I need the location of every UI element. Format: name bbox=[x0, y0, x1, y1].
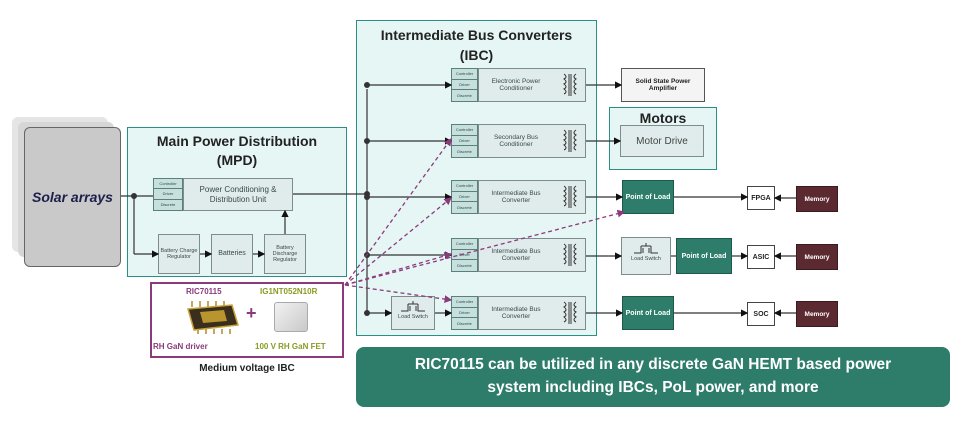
cdd-line1-label: Controller bbox=[452, 297, 477, 308]
fet-part-number: IG1NT052N10R bbox=[260, 287, 318, 296]
cdd-driver-label: Driver bbox=[154, 189, 182, 200]
cdd-line2-label: Driver bbox=[452, 308, 477, 319]
cdd-line1-label: Controller bbox=[452, 239, 477, 250]
pol-block-3: Point of Load bbox=[622, 296, 674, 330]
batteries-block: Batteries bbox=[211, 234, 253, 274]
pol-block-1: Point of Load bbox=[622, 180, 674, 214]
transformer-icon bbox=[563, 129, 577, 152]
mpd-title-line2: (MPD) bbox=[216, 152, 258, 168]
motor-drive-block: Motor Drive bbox=[620, 125, 704, 157]
pol-block-2: Point of Load bbox=[676, 238, 732, 274]
cdd-line2-label: Driver bbox=[452, 250, 477, 261]
solar-array-label: Solar arrays bbox=[32, 189, 113, 205]
cdd-discrete-label: Discrete bbox=[160, 202, 176, 208]
ibc-converter-block: Intermediate Bus Converter bbox=[478, 296, 586, 330]
cdd-line3-label: Discrete bbox=[457, 205, 472, 211]
cdd-line2-label: Driver bbox=[452, 80, 477, 91]
bus-junction-dot bbox=[364, 82, 370, 88]
callout-box: RIC70115 can be utilized in any discrete… bbox=[356, 347, 950, 407]
product-box bbox=[150, 282, 344, 358]
ic-description: RH GaN driver bbox=[153, 342, 208, 351]
memory-block-3: Memory bbox=[796, 301, 838, 327]
memory-block-2: Memory bbox=[796, 244, 838, 270]
battery-discharge-regulator: Battery Discharge Regulator bbox=[264, 234, 306, 274]
bus-junction-dot bbox=[364, 138, 370, 144]
cdd-line1-label: Controller bbox=[452, 125, 477, 136]
cdd-line3-label: Discrete bbox=[457, 93, 472, 99]
mpd-cdd-block: Controller Driver Discrete bbox=[153, 178, 183, 211]
ibc-converter-block: Intermediate Bus Converter bbox=[478, 180, 586, 214]
load-switch-label: Load Switch bbox=[631, 256, 661, 262]
mpd-title: Main Power Distribution (MPD) bbox=[127, 132, 347, 170]
ibc-title: Intermediate Bus Converters (IBC) bbox=[356, 25, 597, 65]
ibc-converter-block: Electronic Power Conditioner bbox=[478, 68, 586, 102]
transformer-icon bbox=[563, 301, 577, 324]
transformer-icon bbox=[563, 243, 577, 266]
ibc-converter-block: Intermediate Bus Converter bbox=[478, 238, 586, 272]
pcdu-block: Power Conditioning & Distribution Unit bbox=[183, 178, 293, 211]
callout-line1: RIC70115 can be utilized in any discrete… bbox=[414, 356, 892, 373]
ibc-converter-label: Secondary Bus Conditioner bbox=[493, 133, 539, 148]
cdd-line3-label: Discrete bbox=[457, 263, 472, 269]
cdd-line2-label: Driver bbox=[452, 192, 477, 203]
bus-junction-dot bbox=[364, 310, 370, 316]
fet-description: 100 V RH GaN FET bbox=[255, 342, 326, 351]
cdd-line2-label: Driver bbox=[452, 136, 477, 147]
solar-array-box: Solar arrays bbox=[24, 127, 121, 267]
sspa-block: Solid State Power Amplifier bbox=[621, 68, 705, 102]
ibc-converter-label: Intermediate Bus Converter bbox=[491, 305, 541, 320]
cdd-line1-label: Controller bbox=[452, 69, 477, 80]
memory-block-1: Memory bbox=[796, 186, 838, 212]
mpd-title-line1: Main Power Distribution bbox=[156, 133, 318, 149]
motors-title: Motors bbox=[639, 110, 687, 126]
product-caption: Medium voltage IBC bbox=[199, 363, 295, 374]
ibc-load-switch-label: Load Switch bbox=[398, 314, 428, 320]
mosfet-icon bbox=[634, 243, 658, 254]
transformer-icon bbox=[563, 73, 577, 96]
ibc-converter-label: Electronic Power Conditioner bbox=[491, 77, 541, 92]
ic-part-number: RIC70115 bbox=[186, 287, 222, 296]
mosfet-icon bbox=[401, 301, 425, 312]
callout-line2: system including IBCs, PoL power, and mo… bbox=[487, 379, 819, 396]
cdd-line3-label: Discrete bbox=[457, 149, 472, 155]
ibc-title-line2: (IBC) bbox=[459, 47, 494, 63]
gan-driver-chip-image bbox=[184, 299, 240, 335]
bus-junction-dot bbox=[364, 194, 370, 200]
cdd-controller-label: Controller bbox=[154, 179, 182, 190]
ibc-converter-block: Secondary Bus Conditioner bbox=[478, 124, 586, 158]
ibc-title-line1: Intermediate Bus Converters bbox=[380, 27, 573, 43]
plus-sign: + bbox=[246, 303, 257, 323]
cdd-line3-label: Discrete bbox=[457, 321, 472, 327]
ibc-converter-label: Intermediate Bus Converter bbox=[491, 189, 541, 204]
transformer-icon bbox=[563, 185, 577, 208]
battery-charge-regulator: Battery Charge Regulator bbox=[158, 234, 200, 274]
ibc-converter-label: Intermediate Bus Converter bbox=[491, 247, 541, 262]
cdd-line1-label: Controller bbox=[452, 181, 477, 192]
gan-fet-image bbox=[274, 302, 308, 332]
load-switch-block: Load Switch bbox=[621, 237, 671, 275]
